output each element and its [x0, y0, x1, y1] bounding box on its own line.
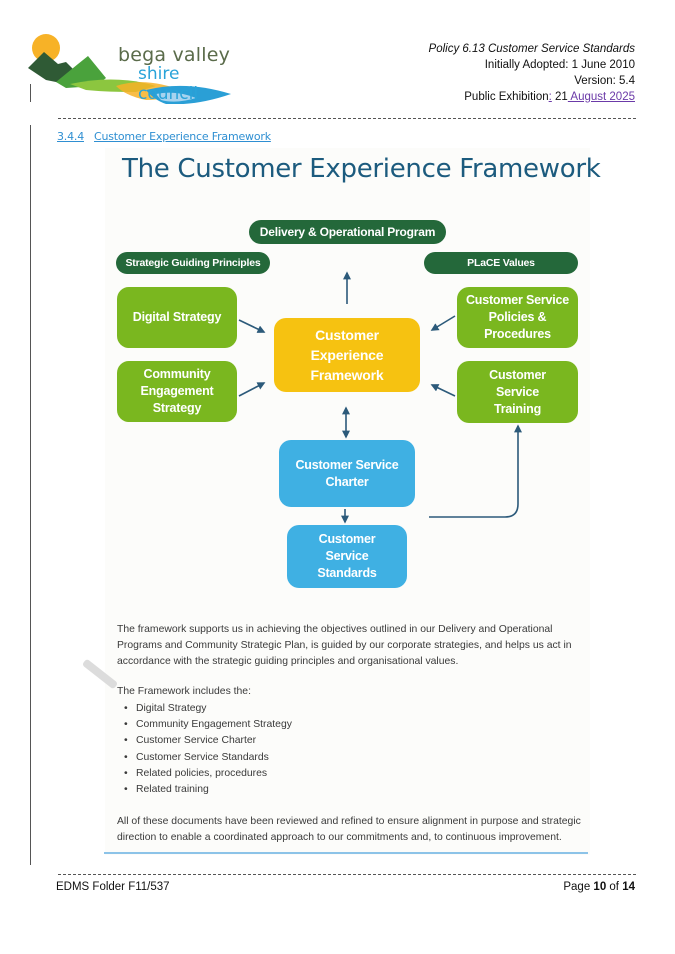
- public-exhibition-label: Public Exhibition: [464, 91, 549, 103]
- arrow-community-to-center: [238, 382, 266, 397]
- document-header: Policy 6.13 Customer Service Standards I…: [429, 41, 635, 105]
- public-exhibition-day: 21: [551, 91, 568, 103]
- framework-list-intro: The Framework includes the:: [117, 686, 251, 697]
- logo-graphic-icon: [28, 34, 231, 104]
- pill-place-values: PLaCE Values: [424, 252, 578, 274]
- list-item: Customer Service Charter: [124, 733, 292, 749]
- box-cs-training: Customer Service Training: [457, 361, 578, 423]
- policy-title: Policy 6.13 Customer Service Standards: [428, 43, 635, 55]
- box-customer-experience-framework: Customer Experience Framework: [274, 318, 420, 392]
- version: Version: 5.4: [574, 75, 635, 87]
- page-prefix: Page: [563, 881, 594, 893]
- public-exhibition: Public Exhibition: 21 August 2025: [429, 89, 635, 105]
- change-bar-top: [30, 84, 31, 102]
- box-cs-standards: Customer Service Standards: [287, 525, 407, 588]
- list-item: Customer Service Standards: [124, 750, 292, 766]
- header-divider: [58, 118, 636, 119]
- change-bar-main: [30, 125, 31, 865]
- council-logo: bega valley shire council: [26, 34, 244, 104]
- list-item: Related training: [124, 782, 292, 798]
- initially-adopted: Initially Adopted: 1 June 2010: [484, 59, 635, 71]
- framework-list: Digital Strategy Community Engagement St…: [124, 701, 292, 798]
- logo-text-line2: shire council: [138, 64, 199, 104]
- footer-divider: [58, 874, 636, 875]
- edms-folder: EDMS Folder F11/537: [56, 881, 170, 893]
- framework-paragraph: The framework supports us in achieving t…: [117, 624, 572, 667]
- box-digital-strategy: Digital Strategy: [117, 287, 237, 348]
- page-number: Page 10 of 14: [563, 881, 635, 893]
- list-item: Related policies, procedures: [124, 766, 292, 782]
- box-cs-policies-procedures: Customer Service Policies & Procedures: [457, 287, 578, 348]
- list-item: Community Engagement Strategy: [124, 717, 292, 733]
- public-exhibition-sep: :: [548, 91, 552, 103]
- arrow-policies-to-center: [430, 315, 456, 331]
- framework-conclusion: All of these documents have been reviewe…: [117, 816, 581, 843]
- pill-delivery-operational: Delivery & Operational Program: [249, 220, 446, 244]
- public-exhibition-date-link[interactable]: August 2025: [567, 91, 635, 103]
- pill-strategic-guiding-principles: Strategic Guiding Principles: [116, 252, 270, 274]
- logo-text-line1: bega valley: [118, 44, 231, 66]
- page-current: 10: [593, 881, 607, 893]
- page-of: of: [606, 881, 623, 893]
- section-title: Customer Experience Framework: [94, 130, 271, 143]
- diagram-title: The Customer Experience Framework: [122, 154, 601, 184]
- list-item: Digital Strategy: [124, 701, 292, 717]
- panel-bottom-border: [104, 852, 588, 854]
- box-cs-charter: Customer Service Charter: [279, 440, 415, 507]
- arrow-digital-to-center: [238, 319, 266, 333]
- arrow-charter-to-training: [429, 424, 522, 518]
- section-number: 3.4.4: [57, 130, 84, 143]
- box-community-engagement-strategy: Community Engagement Strategy: [117, 361, 237, 422]
- section-heading-link[interactable]: 3.4.4 Customer Experience Framework: [57, 130, 271, 143]
- page-total: 14: [622, 881, 635, 893]
- arrow-training-to-center: [430, 384, 456, 397]
